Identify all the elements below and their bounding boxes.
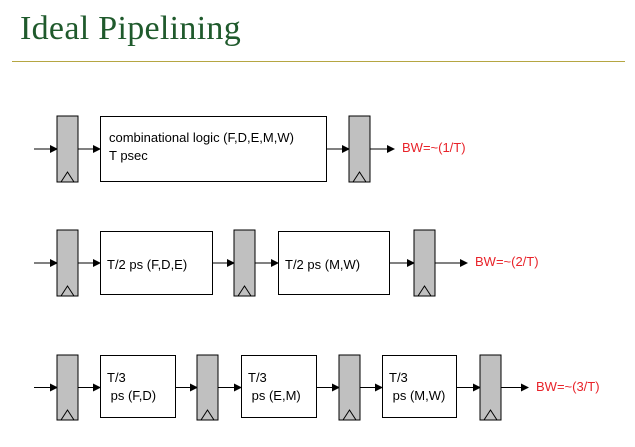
slide-title: Ideal Pipelining: [20, 10, 242, 47]
row-3-stage-1-logic-box: T/3 ps (F,D): [100, 355, 176, 418]
row-3-stage-2-logic-box: T/3 ps (E,M): [241, 355, 317, 418]
row-1-latch-1-clock-edge: [60, 171, 75, 183]
row-3-latch-2-clock-edge: [200, 409, 215, 421]
row-1-stage-1-logic-box: combinational logic (F,D,E,M,W) T psec: [100, 116, 327, 182]
row-3-latch-3-clock-edge: [342, 409, 357, 421]
row-2-stage-1-logic-box: T/2 ps (F,D,E): [100, 231, 213, 295]
row-2-stage-2-logic-box: T/2 ps (M,W): [278, 231, 390, 295]
row-2-bandwidth-label: BW=~(2/T): [475, 254, 539, 269]
row-3-latch-1-clock-edge: [60, 409, 75, 421]
row-2-latch-3-clock-edge: [417, 285, 432, 297]
row-1-latch-2-clock-edge: [352, 171, 367, 183]
row-3-bandwidth-label: BW=~(3/T): [536, 378, 600, 394]
row-3-latch-4-clock-edge: [483, 409, 498, 421]
row-2-latch-1-clock-edge: [60, 285, 75, 297]
row-2-latch-2-clock-edge: [237, 285, 252, 297]
title-underline: [12, 61, 625, 62]
row-3-stage-3-logic-box: T/3 ps (M,W): [382, 355, 457, 418]
row-1-bandwidth-label: BW=~(1/T): [402, 140, 466, 155]
